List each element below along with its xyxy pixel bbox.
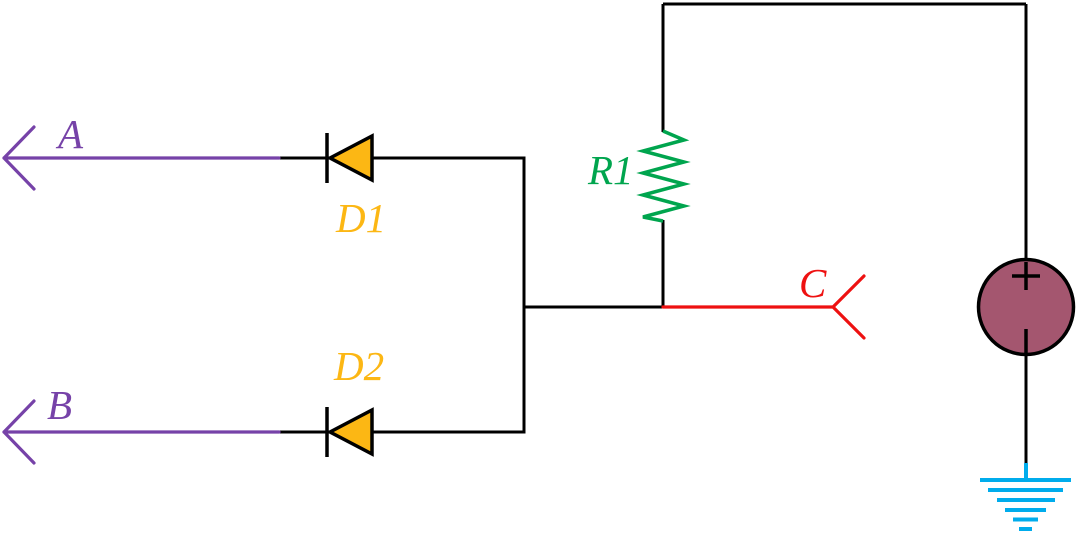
input-port-b: B [2,382,281,465]
output-port-c: C [661,260,866,340]
resistor-r1: R1 [587,129,691,223]
plus-sign-icon [1012,262,1040,290]
diode-d1-triangle-icon [326,133,374,183]
ground-symbol [980,463,1071,531]
wire-diodes-common-bus [371,156,526,434]
diode-d2-label: D2 [333,343,384,389]
diode-d1: D1 [325,133,386,241]
voltage-source [976,257,1076,357]
resistor-r1-zigzag-icon [636,129,691,223]
port-a-arrow [2,125,281,191]
port-b-arrow [2,399,281,465]
diode-d2-triangle-icon [326,407,374,457]
diode-d1-label: D1 [335,195,386,241]
diode-d2: D2 [325,343,384,457]
port-b-label: B [47,382,72,428]
input-port-a: A [2,111,281,191]
port-c-arrow [661,274,866,340]
resistor-r1-label: R1 [587,147,634,193]
port-c-label: C [799,260,827,306]
port-a-label: A [55,111,84,157]
voltage-source-circle [976,257,1076,357]
